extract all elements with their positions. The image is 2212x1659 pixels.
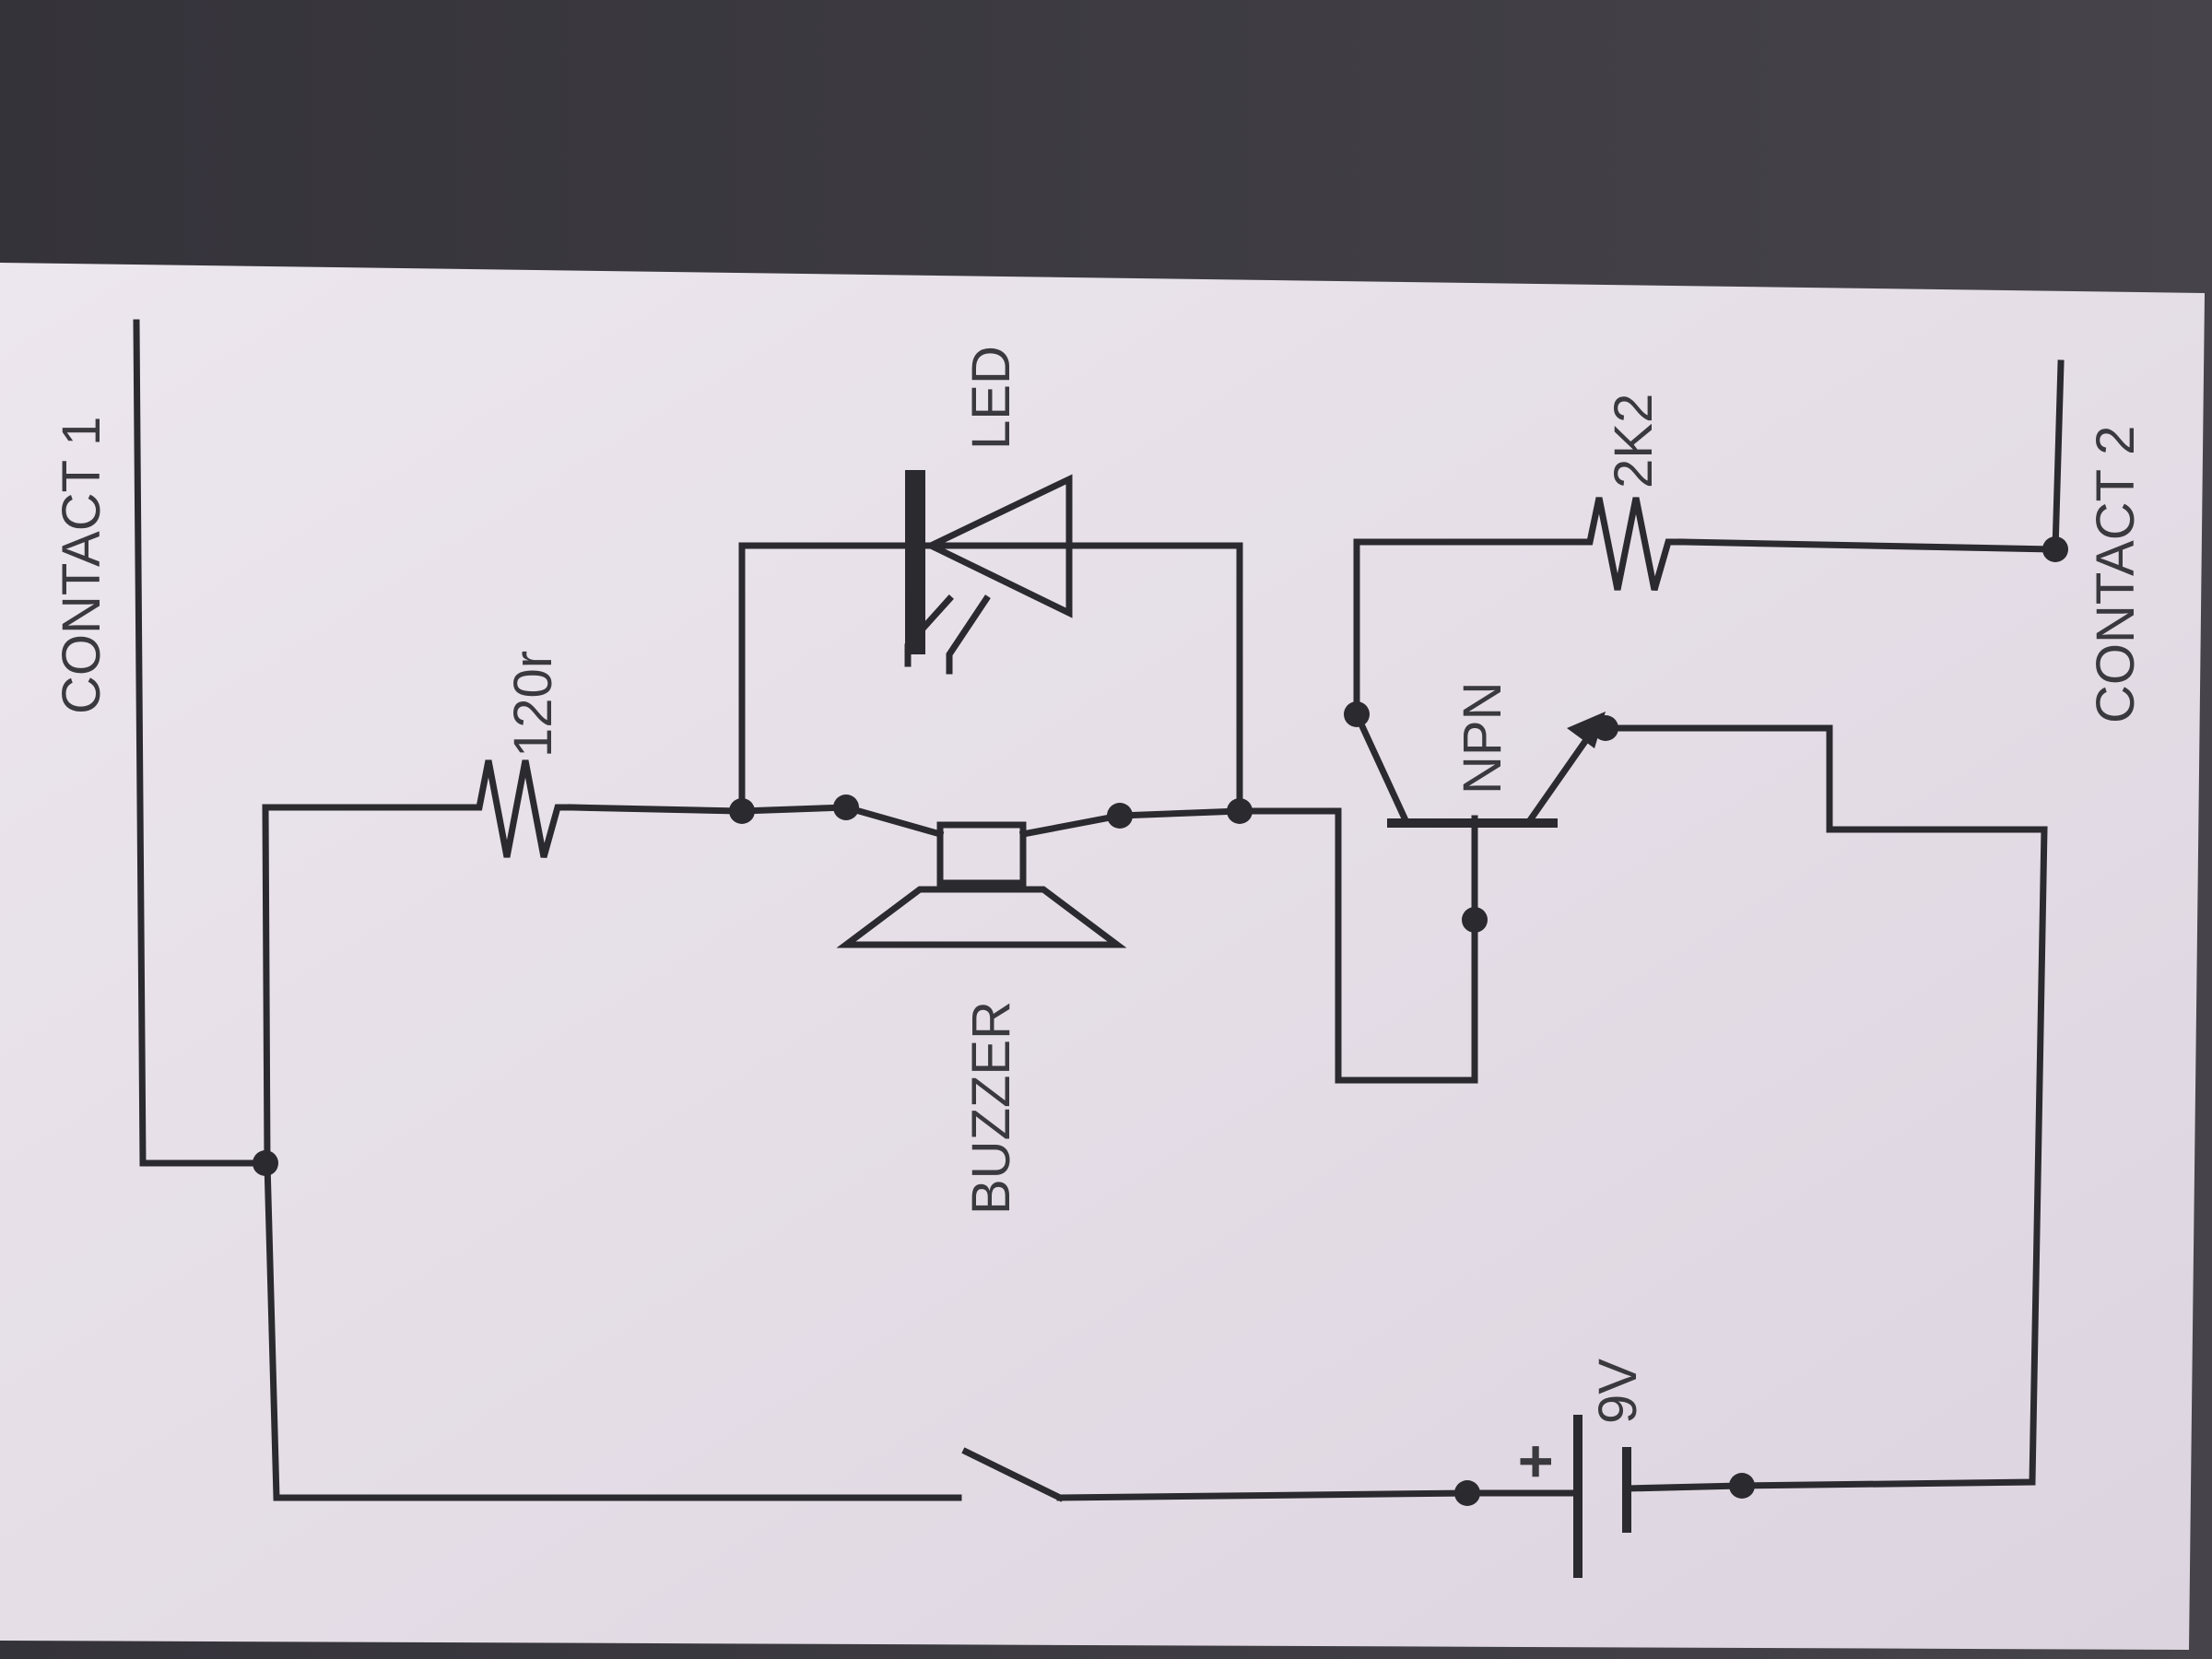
battery-neg-lead — [1623, 1482, 1746, 1492]
left-rail-wire — [262, 804, 962, 1501]
contact2-wire — [2052, 359, 2065, 553]
battery-voltage-label: 9V — [1588, 1359, 1648, 1424]
switch-lever — [961, 1447, 1065, 1502]
resistor-120r-label: 120r — [503, 651, 563, 758]
resistor-2k2-label: 2K2 — [1604, 394, 1664, 488]
led-triangle — [923, 474, 1073, 618]
junction-dot — [833, 794, 859, 820]
emitter-return-wire — [1602, 724, 2048, 1489]
junction-dot — [1593, 715, 1618, 741]
junction-dot — [1729, 1473, 1755, 1499]
wire-120r-to-junction — [568, 804, 746, 815]
npn-collector-leg — [1352, 710, 1410, 825]
contact2-label: CONTACT 2 — [2086, 426, 2146, 724]
junction-dot — [729, 798, 755, 824]
led-label: LED — [961, 346, 1021, 450]
resistor-120r — [462, 759, 575, 858]
base-to-2k2-wire — [1353, 538, 1580, 718]
junction-dot — [2042, 536, 2068, 562]
npn-label: NPN — [1453, 682, 1512, 794]
wire-2k2-to-contact2 — [1678, 538, 2059, 553]
junction-dot — [1227, 798, 1253, 824]
junction-dot — [1454, 1480, 1480, 1506]
led-arrow-1 — [904, 594, 954, 667]
buzzer-label: BUZZER — [961, 1001, 1021, 1215]
npn-emitter-leg — [1525, 724, 1599, 825]
led-branch-wire — [738, 542, 1243, 815]
junction-dot — [1344, 701, 1370, 727]
contact1-wire — [133, 319, 271, 1167]
resistor-2k2 — [1572, 497, 1686, 591]
buzzer-coil — [936, 821, 1027, 887]
junction-dot — [1462, 907, 1488, 933]
battery-plus-label: + — [1500, 1443, 1569, 1479]
contact1-label: CONTACT 1 — [52, 417, 112, 714]
paper-card — [0, 263, 2205, 1650]
led-arrow-2 — [946, 594, 991, 675]
collector-wire — [1236, 807, 1478, 1084]
junction-dot — [1107, 803, 1133, 829]
buzzer-cone — [836, 886, 1127, 948]
junction-dot — [253, 1150, 278, 1176]
switch-to-battery-wire — [1056, 1489, 1471, 1501]
